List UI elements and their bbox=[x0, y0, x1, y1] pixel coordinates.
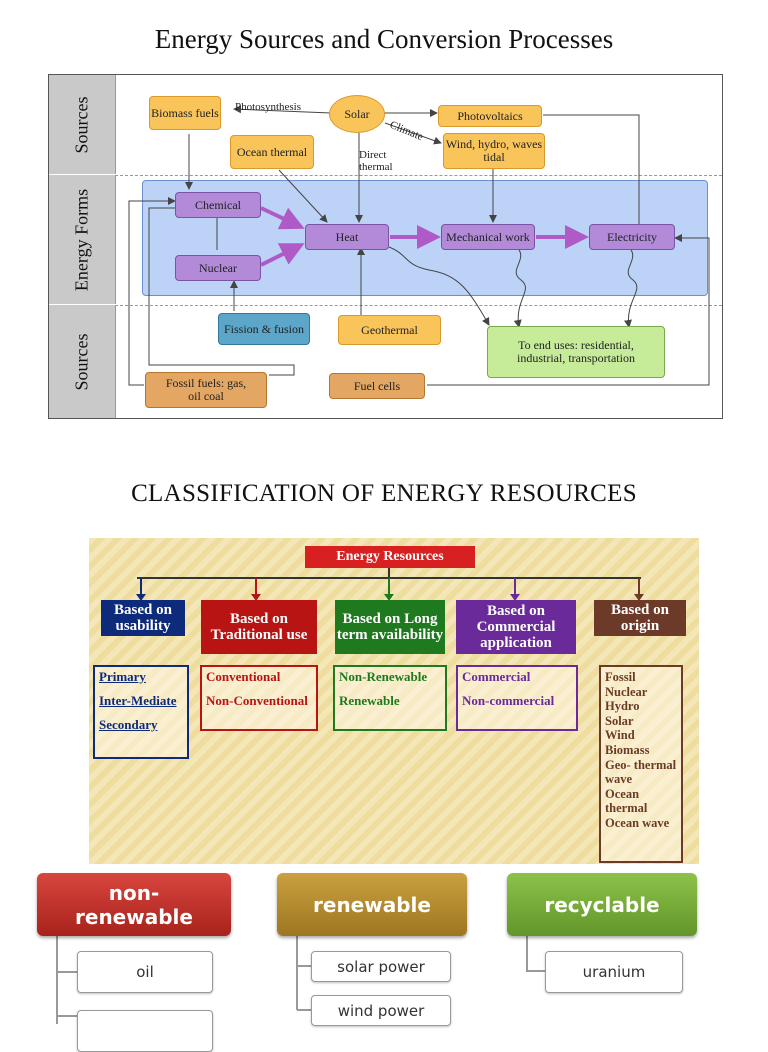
node-nuclear: Nuclear bbox=[175, 255, 261, 281]
arrow-fossil-chemical bbox=[128, 197, 176, 386]
divider bbox=[115, 305, 722, 306]
category-item: Primary bbox=[99, 669, 146, 684]
item-oil: oil bbox=[77, 951, 213, 993]
arrow-ocean-heat bbox=[278, 169, 328, 223]
item-solar-power: solar power bbox=[311, 951, 451, 982]
node-geothermal: Geothermal bbox=[338, 315, 441, 345]
node-ocean-thermal: Ocean thermal bbox=[230, 135, 314, 169]
category-item: Renewable bbox=[339, 693, 400, 708]
arrow-elec-enduses bbox=[624, 246, 638, 328]
arrow-mech-enduses bbox=[513, 246, 526, 328]
node-photovoltaics: Photovoltaics bbox=[438, 105, 542, 127]
group-renewable: renewable bbox=[277, 873, 467, 936]
line-fuelcell-chemical bbox=[148, 207, 295, 376]
arrow-pv-electricity bbox=[543, 114, 643, 236]
divider bbox=[115, 175, 722, 176]
root-energy-resources: Energy Resources bbox=[305, 546, 475, 568]
category-item: Non-Conventional bbox=[206, 693, 308, 708]
arrow-chemical-heat bbox=[260, 206, 305, 230]
energy-conversion-diagram: Sources Energy Forms Sources bbox=[48, 74, 723, 419]
category-item: Secondary bbox=[99, 717, 158, 732]
category-item: Fossil bbox=[605, 670, 636, 684]
category-heading: Based on origin bbox=[594, 600, 686, 636]
category-item: Non-Renewable bbox=[339, 669, 428, 684]
category-item: Nuclear bbox=[605, 684, 648, 699]
category-item: Solar bbox=[605, 713, 634, 728]
category-item: Hydro bbox=[605, 699, 640, 714]
node-wind-hydro: Wind, hydro, waves tidal bbox=[443, 133, 545, 169]
arrow-heat-enduses bbox=[388, 246, 490, 326]
edge-label-photosynthesis: Photosynthesis bbox=[235, 101, 302, 113]
arrow-fuelcell-electricity bbox=[427, 234, 710, 386]
category-item: Wind bbox=[605, 728, 635, 743]
group-recyclable: recyclable bbox=[507, 873, 697, 936]
connector-lines bbox=[128, 105, 710, 386]
title-energy-sources: Energy Sources and Conversion Processes bbox=[154, 24, 614, 54]
group-non-renewable: non-renewable bbox=[37, 873, 231, 936]
category-heading: Based on Traditional use bbox=[201, 600, 317, 654]
arrow-solar-biomass bbox=[233, 105, 332, 114]
category-item: Biomass bbox=[605, 742, 650, 757]
category-heading: Based on usability bbox=[101, 600, 185, 636]
item-uranium: uranium bbox=[545, 951, 683, 993]
edge-label-direct-thermal: Direct thermal bbox=[359, 149, 393, 173]
node-fossil-fuels: Fossil fuels: gas, oil coal bbox=[145, 372, 267, 408]
node-fission-fusion: Fission & fusion bbox=[218, 313, 310, 345]
category-item: Non-commercial bbox=[462, 693, 555, 708]
item-wind-power: wind power bbox=[311, 995, 451, 1026]
band-sources-bottom: Sources bbox=[49, 305, 116, 418]
classification-connectors bbox=[136, 568, 644, 601]
category-item: Ocean thermal bbox=[605, 786, 648, 816]
node-electricity: Electricity bbox=[589, 224, 675, 250]
title-classification: CLASSIFICATION OF ENERGY RESOURCES bbox=[131, 480, 637, 507]
item-non-renewable-2 bbox=[77, 1010, 213, 1052]
node-end-uses: To end uses: residential, industrial, tr… bbox=[487, 326, 665, 378]
category-item: Commercial bbox=[462, 669, 531, 684]
category-heading: Based on Long term availability bbox=[335, 600, 445, 654]
category-item: Conventional bbox=[206, 669, 281, 684]
band-sources-top: Sources bbox=[49, 75, 116, 174]
node-biomass: Biomass fuels bbox=[149, 96, 221, 130]
node-chemical: Chemical bbox=[175, 192, 261, 218]
arrow-nuclear-heat bbox=[260, 243, 305, 267]
arrow-solar-wind bbox=[384, 122, 442, 145]
node-fuel-cells: Fuel cells bbox=[329, 373, 425, 399]
node-heat: Heat bbox=[305, 224, 389, 250]
category-item: Inter-Mediate bbox=[99, 693, 177, 708]
node-solar: Solar bbox=[329, 95, 385, 133]
band-energy-forms: Energy Forms bbox=[49, 175, 116, 304]
node-mechanical-work: Mechanical work bbox=[441, 224, 535, 250]
category-item: wave bbox=[605, 772, 633, 787]
category-heading: Based on Commercial application bbox=[456, 600, 576, 654]
category-item: Geo- thermal bbox=[605, 757, 677, 772]
category-item: Ocean wave bbox=[605, 815, 670, 830]
